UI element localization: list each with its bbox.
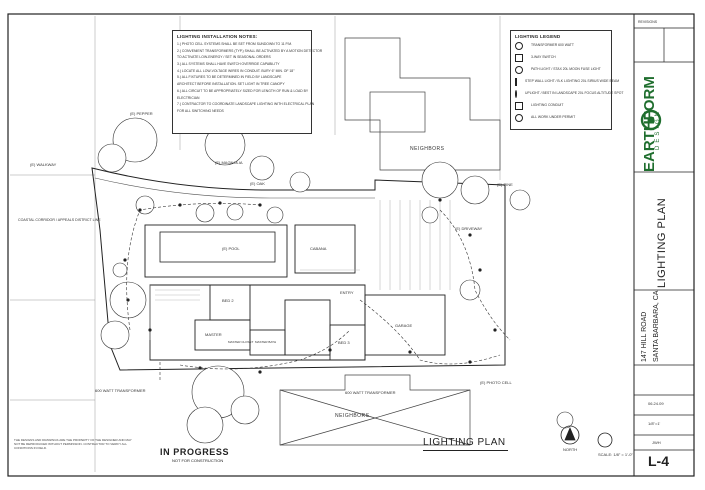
- label-oak: (E) OAK: [250, 181, 265, 186]
- legend-text: TRANSFORMER 600 WATT: [531, 43, 574, 48]
- legend-item: TRANSFORMER 600 WATT: [515, 42, 607, 50]
- in-progress-stamp: IN PROGRESS: [160, 447, 230, 457]
- note-item: ELECTRICIAN: [177, 95, 200, 100]
- driveway-stripes: [379, 200, 451, 290]
- label-cabana: CABANA: [310, 246, 327, 251]
- legend-list: TRANSFORMER 600 WATT 3-WAY SWITCH PATH LIG…: [515, 42, 623, 122]
- note-item: 1.) PHOTO CELL SYSTEMS SHALL BE SET FROM…: [177, 42, 293, 46]
- label-driveway: (E) DRIVEWAY: [455, 226, 483, 231]
- note-item: 6.) ALL CIRCUIT TO BE APPROPRIATELY SIZE…: [177, 88, 309, 93]
- label-pool: (E) POOL: [222, 246, 240, 251]
- legend-text: 3-WAY SWITCH: [531, 55, 556, 60]
- note-item: 2.) CONVENIENT TRANSFORMERS (TYP.) SHALL…: [177, 48, 323, 53]
- legend-symbol-icon: [515, 66, 523, 74]
- title-drawn: JWH: [652, 440, 661, 445]
- note-item: 5.) ALL FIXTURES TO BE DETERMINED IN FIE…: [177, 75, 282, 80]
- project-address: 147 HILL ROAD: [641, 311, 648, 362]
- label-transformer-left: 600 WATT TRANSFORMER: [95, 388, 146, 393]
- note-item: ARCHITECT BEFORE INSTALLATION. SET LIGHT…: [177, 82, 285, 87]
- title-block-rules: [634, 27, 694, 451]
- label-master-bath: MASTER BATH: [255, 340, 277, 344]
- legend-symbol-icon: [515, 114, 523, 122]
- label-coastal: COASTAL CORRIDOR / APPEALS DISTRICT LINE: [18, 218, 101, 222]
- scale-label: SCALE: 1/8" = 1'-0": [598, 452, 633, 457]
- label-pine: (E) PINE: [497, 182, 513, 187]
- label-bed-2: BED 2: [222, 298, 234, 303]
- disclaimer: THE DESIGNS AND DRAWINGS ARE THE PROPERT…: [14, 438, 132, 450]
- not-for-construction: NOT FOR CONSTRUCTION: [172, 458, 224, 463]
- pool: [159, 231, 276, 263]
- legend-symbol-icon: [515, 102, 523, 110]
- note-item: TO ACTIVATE LOW-ENERGY / SET IN SEASONAL…: [177, 55, 271, 60]
- plan-title-underline: [423, 450, 508, 451]
- notes-title: LIGHTING INSTALLATION NOTES:: [177, 34, 258, 39]
- light-fixtures: [123, 198, 497, 374]
- north-label: NORTH: [563, 447, 578, 452]
- walkway-edge: [94, 177, 375, 199]
- legend-item: STEP WALL LIGHT / B-K LIGHTING 20L SIRIU…: [515, 78, 619, 86]
- legend-item: PATH LIGHT / STAX 20L MOON FUSE LIGHT: [515, 66, 607, 74]
- label-photo-cell: (E) PHOTO CELL: [480, 380, 512, 385]
- deck-hatch: [149, 269, 360, 340]
- legend-text: UPLIGHT / BEST IN LANDSCAPE 20L FOCUS AL…: [525, 91, 624, 96]
- site-boundary: [91, 167, 506, 371]
- label-pepper: (E) PEPPER: [130, 111, 153, 116]
- installation-notes: LIGHTING INSTALLATION NOTES: 1.) PHOTO C…: [172, 30, 323, 134]
- legend-text: LIGHTING CONDUIT: [531, 103, 564, 108]
- earthform-logo-icon: [640, 109, 662, 131]
- company-sub: DESIGN: [655, 108, 661, 150]
- legend-text: ALL WORK UNDER PERMIT: [531, 115, 576, 120]
- label-walkway: (E) WALKWAY: [30, 162, 57, 167]
- label-master: MASTER: [205, 332, 222, 337]
- label-bed-3: BED 3: [338, 340, 350, 345]
- legend-symbol-icon: [515, 54, 523, 62]
- label-neighbors-bottom: NEIGHBORS: [335, 413, 370, 419]
- lighting-conduit: [126, 203, 511, 380]
- label-garage: GARAGE: [395, 323, 413, 328]
- neighbor-structures: [279, 37, 501, 446]
- pool-deck: [144, 224, 288, 278]
- revisions-header: REVISIONS: [638, 20, 658, 24]
- plan-title: LIGHTING PLAN: [423, 437, 506, 448]
- project-city: SANTA BARBARA, CA: [653, 290, 660, 362]
- legend-text: STEP WALL LIGHT / B-K LIGHTING 20L SIRIU…: [525, 79, 620, 84]
- label-transformer-right: 600 WATT TRANSFORMER: [345, 390, 396, 395]
- notes-list: 1.) PHOTO CELL SYSTEMS SHALL BE SET FROM…: [177, 42, 323, 114]
- legend-symbol-icon: [515, 90, 517, 98]
- lighting-legend: LIGHTING LEGEND TRANSFORMER 600 WATT 3-WA…: [510, 30, 623, 130]
- label-neighbors-top: NEIGHBORS: [410, 146, 445, 152]
- label-master-closet: MASTER CLOSET: [228, 340, 254, 344]
- label-entry: ENTRY: [340, 290, 354, 295]
- title-scale: 1/8"=1': [648, 421, 661, 426]
- earthform-logo-dot: [647, 116, 655, 124]
- note-item: 4.) LOCATE ALL LOW-VOLTAGE WIRES IN COND…: [177, 68, 295, 73]
- note-item: FOR ALL SWITCHING NEEDS: [177, 108, 224, 113]
- cabana: [294, 224, 356, 274]
- note-item: 7.) CONTRACTOR TO COORDINATE LANDSCAPE L…: [177, 102, 315, 107]
- legend-title: LIGHTING LEGEND: [515, 34, 561, 39]
- label-magnolia: (E) MAGNOLIA: [215, 160, 243, 165]
- sheet-title: LIGHTING PLAN: [656, 197, 668, 288]
- legend-symbol-icon: [515, 78, 517, 86]
- north-arrow: [560, 425, 613, 448]
- legend-text: PATH LIGHT / STAX 20L MOON FUSE LIGHT: [531, 67, 601, 72]
- legend-symbol-icon: [515, 42, 523, 50]
- legend-item: ALL WORK UNDER PERMIT: [515, 114, 607, 122]
- legend-item: UPLIGHT / BEST IN LANDSCAPE 20L FOCUS AL…: [515, 90, 623, 98]
- tree-canopies: [97, 117, 574, 444]
- title-date: 06.24.09: [648, 401, 664, 406]
- note-item: 3.) ALL SYSTEMS SHALL HAVE SWITCH OVERRI…: [177, 62, 280, 67]
- legend-item: 3-WAY SWITCH: [515, 54, 607, 62]
- sheet-border: [7, 13, 695, 477]
- sheet-number: L-4: [648, 453, 669, 469]
- legend-item: LIGHTING CONDUIT: [515, 102, 607, 110]
